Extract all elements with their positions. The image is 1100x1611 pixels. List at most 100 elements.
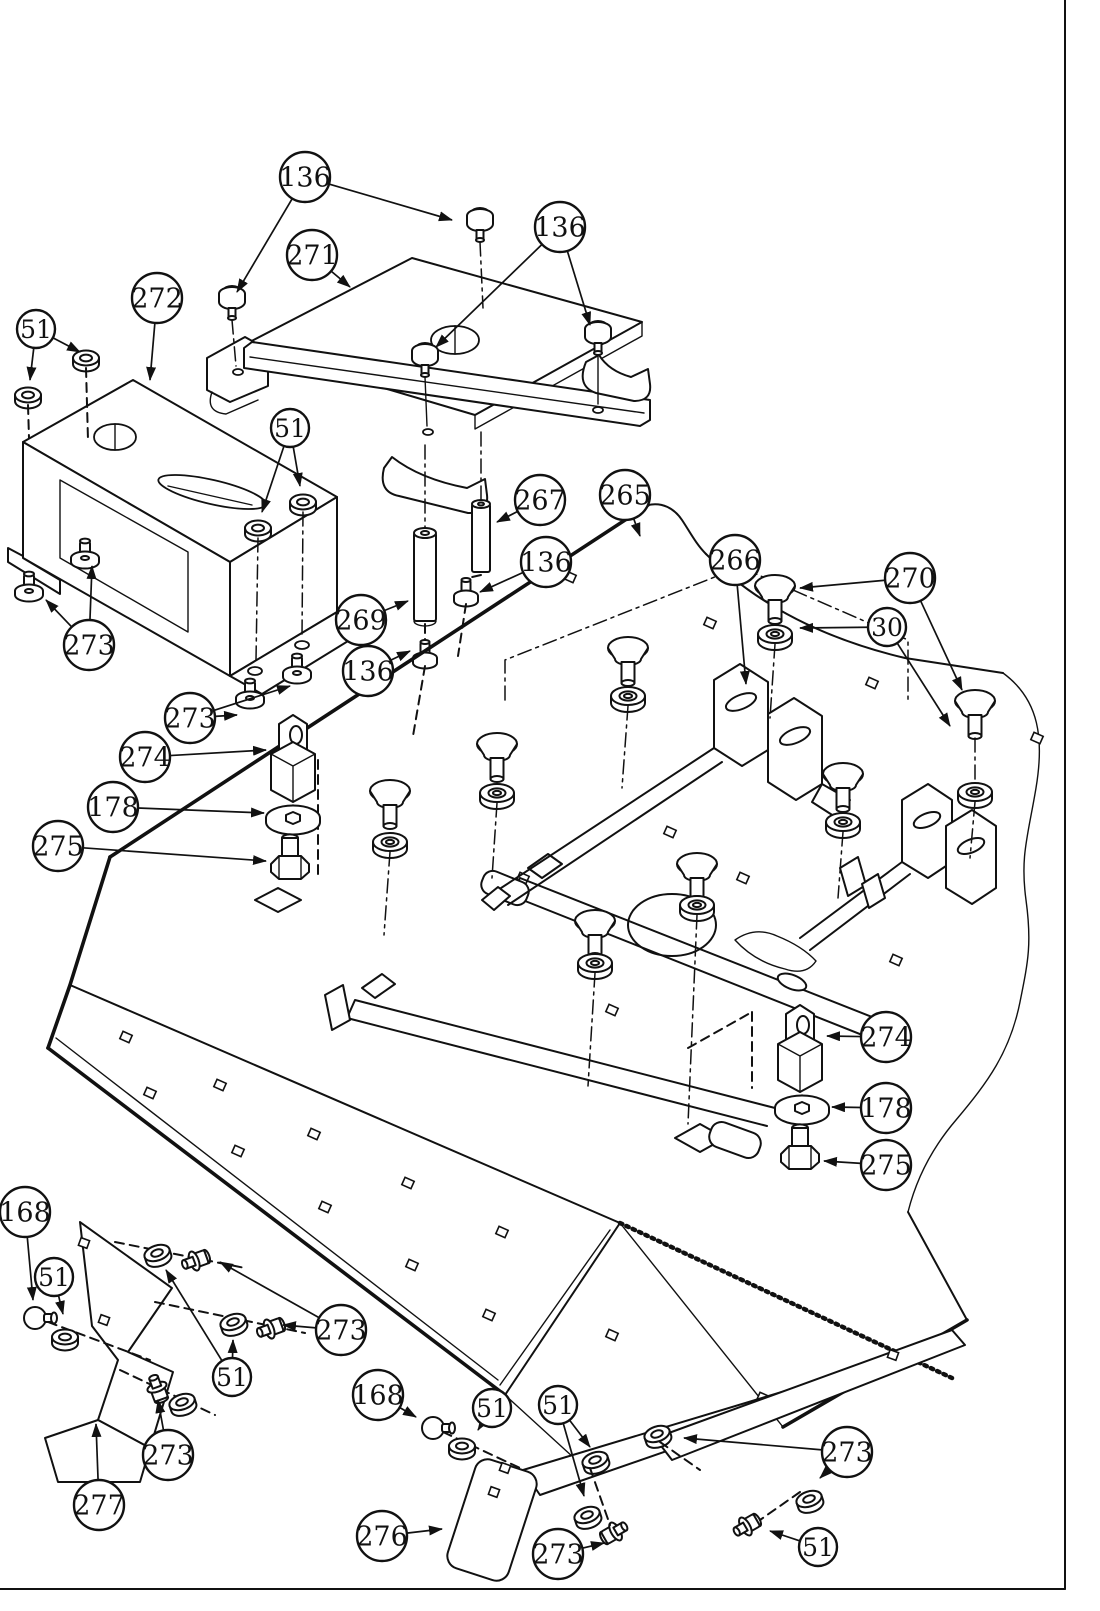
callout-balloon xyxy=(285,228,339,282)
baffle-rails xyxy=(324,853,906,1160)
callout-number: 277 xyxy=(73,1490,125,1521)
leader-line xyxy=(496,510,519,523)
callout-274-19: 274 xyxy=(826,1010,913,1064)
callout-269-9: 269 xyxy=(334,593,409,647)
leader-line xyxy=(736,584,750,685)
callout-number: 273 xyxy=(821,1437,873,1468)
callout-number: 136 xyxy=(342,656,394,687)
callout-51-30: 51 xyxy=(537,1384,591,1497)
callout-balloon xyxy=(351,1368,405,1422)
callout-balloon xyxy=(859,1138,913,1192)
leader-line xyxy=(582,1541,605,1551)
leader-line xyxy=(896,642,951,727)
leader-line xyxy=(399,1406,417,1418)
callout-276-31: 276 xyxy=(355,1509,443,1563)
callout-number: 273 xyxy=(532,1539,584,1570)
callout-balloon xyxy=(31,819,85,873)
leader-line xyxy=(52,337,81,353)
callout-number: 274 xyxy=(119,742,171,773)
callout-balloon xyxy=(883,551,937,605)
leader-line xyxy=(214,710,238,721)
callout-51-34: 51 xyxy=(769,1526,839,1568)
leader-line xyxy=(568,1419,591,1448)
leader-line xyxy=(479,571,524,593)
callout-balloon xyxy=(33,1256,75,1298)
callout-136-8: 136 xyxy=(479,535,573,593)
callout-number: 273 xyxy=(164,703,216,734)
callout-271-2: 271 xyxy=(285,228,351,288)
leader-line xyxy=(45,599,73,628)
callout-balloon xyxy=(130,271,184,325)
leader-line xyxy=(819,1465,833,1479)
leader-line xyxy=(823,1156,862,1167)
callout-number: 136 xyxy=(520,547,572,578)
callout-number: 274 xyxy=(860,1022,912,1053)
page-border xyxy=(0,0,1066,1590)
callout-136-1: 136 xyxy=(435,200,591,348)
leader-line xyxy=(219,1261,320,1319)
leader-line xyxy=(155,1399,166,1431)
callout-51-5: 51 xyxy=(261,407,311,513)
right-belt-guide xyxy=(799,783,997,951)
leader-line xyxy=(630,518,641,537)
callout-number: 267 xyxy=(514,485,566,516)
callout-number: 30 xyxy=(871,613,903,642)
callout-number: 273 xyxy=(315,1315,367,1346)
callout-balloon xyxy=(314,1303,368,1357)
leader-line xyxy=(406,1525,443,1536)
callout-balloon xyxy=(531,1527,585,1581)
leader-line xyxy=(165,1269,223,1362)
callout-178-20: 178 xyxy=(831,1081,913,1135)
leader-line xyxy=(683,1434,823,1451)
callout-51-29: 51 xyxy=(471,1387,513,1431)
callout-balloon xyxy=(163,691,217,745)
callout-balloon xyxy=(598,468,652,522)
callout-balloon xyxy=(537,1384,579,1426)
callout-number: 266 xyxy=(709,545,761,576)
leader-line xyxy=(383,600,409,612)
leader-line xyxy=(91,1423,102,1481)
callout-number: 51 xyxy=(802,1533,834,1562)
deck-fasteners xyxy=(369,574,996,1125)
leader-line xyxy=(769,1530,801,1542)
callout-275-18: 275 xyxy=(31,819,267,873)
callout-balloon xyxy=(797,1526,839,1568)
deck-top-holes xyxy=(515,570,1045,1017)
callout-balloon xyxy=(211,1356,253,1398)
engine-bracket-272 xyxy=(7,349,367,710)
callout-balloon xyxy=(533,200,587,254)
callout-number: 178 xyxy=(860,1093,912,1124)
callout-30-13: 30 xyxy=(799,606,951,727)
leader-line xyxy=(390,650,411,662)
callout-51-4: 51 xyxy=(15,308,81,381)
callout-balloon xyxy=(866,606,908,648)
callout-balloon xyxy=(141,1428,195,1482)
leader-line xyxy=(82,846,267,866)
leader-line xyxy=(26,1236,37,1301)
callout-number: 51 xyxy=(476,1394,508,1423)
leader-line xyxy=(919,600,963,691)
callout-number: 272 xyxy=(131,283,183,314)
callout-273-26: 273 xyxy=(141,1399,195,1482)
callout-273-32: 273 xyxy=(531,1527,605,1581)
callout-balloon xyxy=(513,473,567,527)
callout-273-15: 273 xyxy=(163,685,291,745)
callout-number: 269 xyxy=(335,605,387,636)
leader-line xyxy=(282,1321,317,1332)
leader-line xyxy=(826,1031,862,1042)
callout-balloon xyxy=(519,535,573,589)
callout-balloon xyxy=(62,618,116,672)
callout-273-33: 273 xyxy=(683,1425,874,1479)
leader-line xyxy=(328,183,453,222)
callout-number: 275 xyxy=(32,831,84,862)
callout-balloon xyxy=(355,1509,409,1563)
callout-balloon xyxy=(341,644,395,698)
callout-balloon xyxy=(334,593,388,647)
callout-274-16: 274 xyxy=(118,730,267,784)
callout-balloon xyxy=(0,1185,52,1239)
callout-178-17: 178 xyxy=(86,780,265,834)
callout-266-11: 266 xyxy=(708,533,762,685)
callout-balloon xyxy=(86,780,140,834)
callout-number: 51 xyxy=(20,315,52,344)
